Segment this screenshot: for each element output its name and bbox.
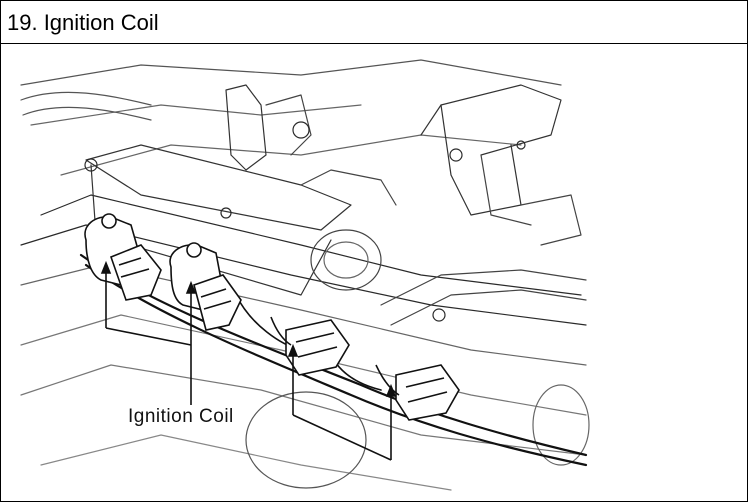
- callout-leaders: [100, 260, 397, 461]
- ignition-coil-1: [84, 213, 162, 301]
- section-title: 19. Ignition Coil: [7, 10, 159, 35]
- ignition-coil-3: [270, 316, 350, 376]
- ignition-coil-illustration: Ignition Coil: [1, 45, 747, 501]
- engine-line-drawing: [20, 59, 590, 491]
- ignition-coil-4: [375, 364, 460, 421]
- ignition-coil-callout-label: Ignition Coil: [125, 406, 237, 428]
- ignition-coil-2: [169, 242, 242, 331]
- section-header: 19. Ignition Coil: [1, 1, 747, 44]
